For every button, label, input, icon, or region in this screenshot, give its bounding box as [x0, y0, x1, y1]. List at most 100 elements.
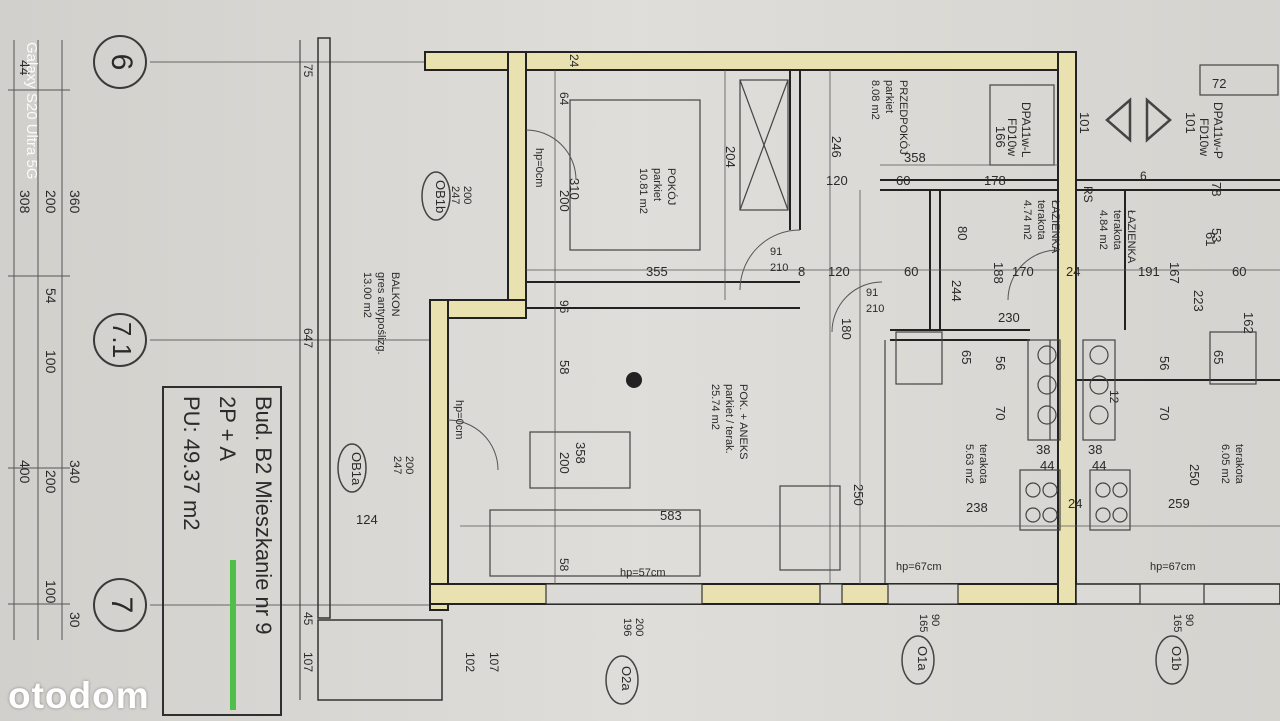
lazienka1-area: 4.74 m2: [1021, 200, 1033, 240]
dim-left: 100: [43, 580, 59, 604]
apartment-info-box: Bud. B2 Mieszkanie nr 9 2P + A PU: 49.37…: [162, 386, 282, 716]
dim: 170: [1012, 264, 1034, 279]
kuchnia1-floor: terakota: [977, 444, 989, 485]
dim: 583: [660, 508, 682, 523]
dim: 60: [896, 173, 910, 188]
dim: 44: [1092, 458, 1106, 473]
dim: 355: [646, 264, 668, 279]
dim: 80: [955, 226, 970, 240]
window-dim: 200: [403, 456, 415, 474]
dim-left: 308: [17, 190, 33, 214]
window-dim: 165: [917, 614, 929, 632]
dim: 120: [826, 173, 848, 188]
dim: 120: [828, 264, 850, 279]
door-label: DPA11w-P: [1211, 102, 1225, 159]
dim: 58: [557, 558, 571, 572]
window-o2a: O2a: [619, 666, 634, 691]
otodom-watermark: otodom: [8, 675, 150, 716]
dim-left: 360: [67, 190, 83, 214]
dim: 91: [770, 246, 782, 258]
hp-label: hp=0cm: [533, 148, 545, 187]
axis-6-circle: [93, 35, 147, 89]
dim-left: 200: [43, 470, 59, 494]
dim: 166: [993, 126, 1008, 148]
dim: 78: [1209, 182, 1224, 196]
przedpokoj-floor: parkiet: [883, 80, 895, 113]
dim: 65: [959, 350, 974, 364]
dim: 259: [1168, 496, 1190, 511]
dim: 178: [984, 173, 1006, 188]
lazienka2-name: ŁAZIENKA: [1125, 210, 1137, 264]
dim: 223: [1191, 290, 1206, 312]
dim-balcony: 102: [463, 652, 477, 672]
door-label: DPA11w-L: [1019, 102, 1033, 158]
dim: 188: [991, 262, 1006, 284]
dim-left: 100: [43, 350, 59, 374]
lazienka1-name: ŁAZIENKA: [1049, 200, 1061, 254]
lazienka2-floor: terakota: [1111, 210, 1123, 251]
door-swings: [447, 129, 1059, 471]
aneks-area: 25.74 m2: [709, 384, 721, 430]
dim-balcony: 107: [301, 652, 315, 672]
dim-left: 54: [43, 288, 59, 304]
dim: 70: [993, 406, 1008, 420]
axis-6-label: 6: [105, 54, 138, 71]
dim-balcony: 45: [301, 612, 315, 626]
dim: 44: [1040, 458, 1054, 473]
dim: 191: [1138, 264, 1160, 279]
aneks-name: POK. + ANEKS: [737, 384, 749, 460]
dim-balcony: 75: [301, 64, 315, 78]
dim-left: 30: [67, 612, 83, 628]
balkon-area: 13.00 m2: [361, 272, 373, 318]
dim: 250: [851, 484, 866, 506]
przedpokoj-area: 8.08 m2: [869, 80, 881, 120]
dim: 358: [573, 442, 588, 464]
axis-7-label: 7: [105, 597, 138, 614]
dim: 244: [949, 280, 964, 302]
dim-left: 400: [17, 460, 33, 484]
dim: 58: [557, 360, 572, 374]
dim: 72: [1212, 76, 1226, 91]
window-dim: 200: [461, 186, 473, 204]
ceiling-light: [626, 372, 642, 388]
dim: 204: [723, 146, 738, 168]
window-ob1b: OB1b: [433, 180, 448, 213]
dim: 60: [1232, 264, 1246, 279]
window-dim: 247: [391, 456, 403, 474]
door-label: FD10w: [1197, 118, 1211, 156]
dim: 53: [1209, 228, 1224, 242]
info-building: Bud. B2 Mieszkanie nr 9: [251, 396, 276, 635]
dim: 96: [557, 300, 571, 314]
pokoj-area: 10.81 m2: [637, 168, 649, 214]
window-dim: 247: [449, 186, 461, 204]
door-label: FD10w: [1005, 118, 1019, 156]
dim: 8: [798, 264, 805, 279]
dim: 38: [1036, 442, 1050, 457]
dim: 246: [829, 136, 844, 158]
dim-left: 200: [43, 190, 59, 214]
balcony-outline: [299, 37, 443, 701]
pokoj-name: POKÓJ: [665, 168, 678, 205]
dim: 60: [904, 264, 918, 279]
dim: 238: [966, 500, 988, 515]
dim: 162: [1241, 312, 1256, 334]
axis-7-1-label: 7.1: [107, 322, 137, 358]
lazienka2-area: 4.84 m2: [1097, 210, 1109, 250]
furniture: [489, 64, 1279, 577]
kuchnia2-floor: terakota: [1233, 444, 1245, 485]
dim: 24: [1068, 496, 1082, 511]
dim: 200: [557, 452, 572, 474]
aneks-floor: parkiet / terak.: [723, 384, 735, 454]
dim: 230: [998, 310, 1020, 325]
dim: 24: [567, 54, 581, 68]
dim: 56: [1157, 356, 1172, 370]
kuchnia2-area: 6.05 m2: [1219, 444, 1231, 484]
dim: 180: [839, 318, 854, 340]
przedpokoj-name: PRZEDPOKÓJ: [897, 80, 910, 155]
dim: 101: [1183, 112, 1198, 134]
window-o1a: O1a: [915, 646, 930, 671]
balkon-name: BALKON: [389, 272, 401, 317]
dim: 12: [1107, 390, 1121, 404]
dim: 70: [1157, 406, 1172, 420]
